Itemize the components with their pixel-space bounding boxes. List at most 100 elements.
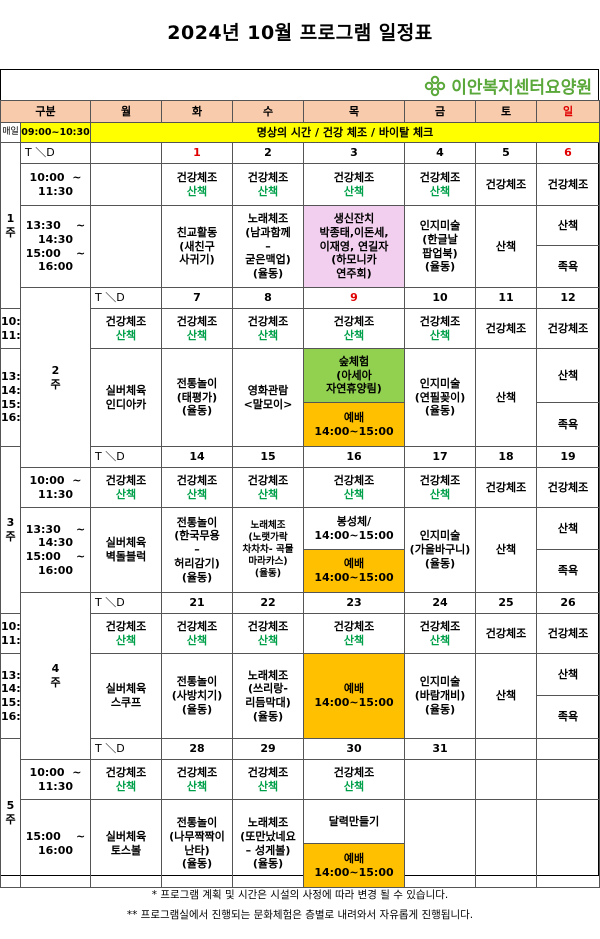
activity-cell: 전통놀이 (사방치기) (율동) xyxy=(161,653,233,739)
exercise-text: 건강체조 xyxy=(176,765,218,779)
date-cell: 14 xyxy=(161,446,233,468)
header-wed: 수 xyxy=(232,100,304,123)
week-label-text: 2 주 xyxy=(50,363,61,391)
week-2-date-row: 2 주T ＼D78910111213 xyxy=(1,287,600,468)
exercise-text: 건강체조 xyxy=(176,473,218,487)
walk-text: 산책 xyxy=(186,184,208,198)
date-cell: 26 xyxy=(536,592,600,614)
date-cell: 23 xyxy=(303,592,405,614)
empty-cell xyxy=(536,799,600,888)
foot-bath-cell: 족욕 xyxy=(536,549,600,593)
time-pm: 13:30 ~ 14:30 15:00 ~ 16:00 xyxy=(0,653,21,739)
date-cell: 12 xyxy=(536,287,600,309)
daily-time: 09:00~10:30 xyxy=(20,122,91,143)
activity-cell: 실버체육 스쿠프 xyxy=(90,653,162,739)
walk-text: 산책 xyxy=(343,487,365,501)
date-cell: 19 xyxy=(536,446,600,468)
walk-text: 산책 xyxy=(343,633,365,647)
exercise-text: 건강체조 xyxy=(419,170,461,184)
header-row: 구분 월 화 수 목 금 토 일 xyxy=(0,100,600,123)
exercise-text: 건강체조 xyxy=(176,619,218,633)
note-1: * 프로그램 계획 및 시간은 시설의 사정에 따라 변경 될 수 있습니다. xyxy=(151,889,449,901)
date-cell: 15 xyxy=(232,446,304,468)
notes: * 프로그램 계획 및 시간은 시설의 사정에 따라 변경 될 수 있습니다. … xyxy=(0,886,600,926)
time-pm: 15:00 ~ 16:00 xyxy=(20,799,91,888)
exercise-text: 건강체조 xyxy=(419,473,461,487)
date-cell: 30 xyxy=(303,738,405,760)
activity-cell: 노래체조 (노랫가락 차차차- 곡물 마라카스) (율동) xyxy=(232,507,304,593)
walk-text: 산책 xyxy=(186,633,208,647)
week-label-text: 1 주 xyxy=(5,211,16,239)
walk-text: 산책 xyxy=(343,779,365,793)
date-cell: 28 xyxy=(161,738,233,760)
week-4-date-row: 4 주T ＼D21222324252627 xyxy=(1,592,600,760)
empty-cell xyxy=(475,759,537,800)
date-cell xyxy=(90,142,162,164)
time-am: 10:00 ~ 11:30 xyxy=(20,467,91,508)
date-cell: 7 xyxy=(161,287,233,309)
exercise-text: 건강체조 xyxy=(485,321,527,335)
activity-cell: 인지미술 (한글날 팝업북) (율동) xyxy=(404,205,476,288)
exercise-text: 건강체조 xyxy=(333,619,375,633)
exercise-cell: 건강체조 xyxy=(536,308,600,349)
date-cell: 21 xyxy=(161,592,233,614)
week-3-pm-row-b: 예배 14:00~15:00 족욕 xyxy=(1,549,600,593)
walk-text: 산책 xyxy=(429,633,451,647)
exercise-text: 건강체조 xyxy=(105,765,147,779)
exercise-text: 건강체조 xyxy=(333,170,375,184)
date-cell: 2 xyxy=(232,142,304,164)
week-label-text: 3 주 xyxy=(5,516,16,543)
exercise-cell: 건강체조 xyxy=(536,163,600,206)
foot-bath-cell: 족욕 xyxy=(536,245,600,288)
week-4-pm-row-a: 13:30 ~ 14:30 15:00 ~ 16:00 실버체육 스쿠프전통놀이 … xyxy=(0,653,600,739)
worship-cell: 예배 14:00~15:00 xyxy=(303,549,405,593)
walk-text: 산책 xyxy=(343,184,365,198)
exercise-text: 건강체조 xyxy=(176,170,218,184)
exercise-cell: 건강체조 xyxy=(475,163,537,206)
empty-cell xyxy=(404,759,476,800)
time-pm: 13:30 ~ 14:30 15:00 ~ 16:00 xyxy=(20,507,91,593)
walk-text: 산책 xyxy=(115,633,137,647)
time-pm: 13:30 ~ 14:30 15:00 ~ 16:00 xyxy=(20,205,91,288)
daily-row: 매일 09:00~10:30 명상의 시간 / 건강 체조 / 바이탈 체크 xyxy=(0,122,600,143)
walk-cell: 산책 xyxy=(536,205,600,246)
week-label: 3 주 xyxy=(0,446,21,614)
logo: 이안복지센터요양원 xyxy=(423,73,592,98)
logo-text: 이안복지센터요양원 xyxy=(451,78,592,98)
exercise-text: 건강체조 xyxy=(176,314,218,328)
activity-cell: 인지미술 (바람개비) (율동) xyxy=(404,653,476,739)
week-label: 4 주 xyxy=(20,592,91,760)
exercise-text: 건강체조 xyxy=(419,619,461,633)
exercise-text: 건강체조 xyxy=(105,314,147,328)
date-cell: 4 xyxy=(404,142,476,164)
activity-cell: 노래체조 (또만났네요 – 성게볼) (율동) xyxy=(232,799,304,888)
date-cell: 17 xyxy=(404,446,476,468)
exercise-text: 건강체조 xyxy=(333,473,375,487)
date-cell: 9 xyxy=(303,287,405,309)
schedule-table: 구분 월 화 수 목 금 토 일 매일 09:00~10:30 명상의 시간 /… xyxy=(0,100,600,888)
worship-cell: 예배 14:00~15:00 xyxy=(303,843,405,888)
thursday-activity: 예배 14:00~15:00 xyxy=(303,653,405,739)
worship-cell: 예배 14:00~15:00 xyxy=(303,402,405,447)
header-fri: 금 xyxy=(404,100,476,123)
walk-text: 산책 xyxy=(257,184,279,198)
empty-cell xyxy=(536,759,600,800)
date-cell: 24 xyxy=(404,592,476,614)
date-cell: 31 xyxy=(404,738,476,760)
empty-cell xyxy=(90,163,162,206)
walk-text: 산책 xyxy=(257,779,279,793)
